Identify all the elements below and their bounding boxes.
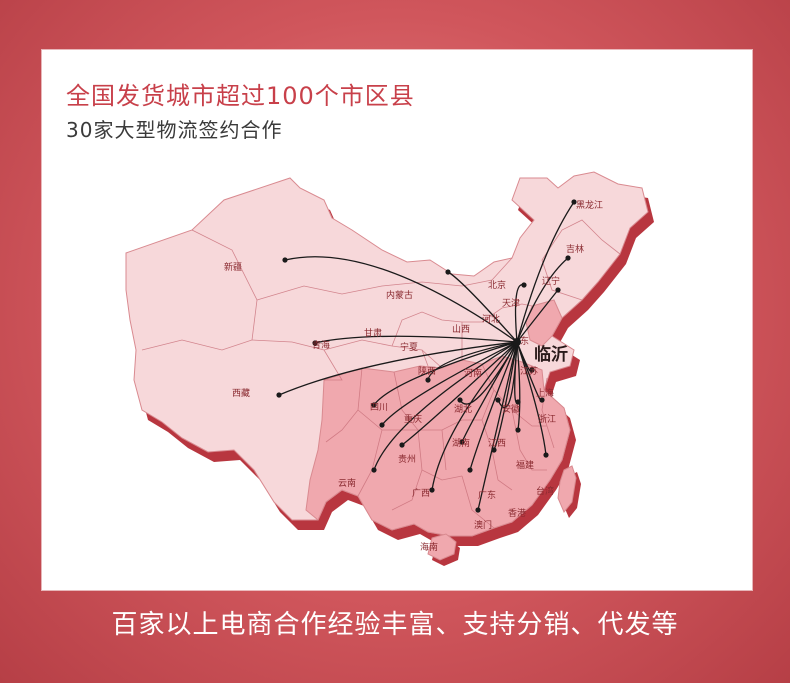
region-label: 重庆 bbox=[404, 413, 422, 425]
region-label: 安徽 bbox=[502, 403, 520, 415]
region-label: 宁夏 bbox=[400, 341, 418, 353]
region-label: 青海 bbox=[312, 339, 330, 351]
region-label: 香港 bbox=[508, 507, 526, 519]
content-card: 新疆 西藏 青海 甘肃 内蒙古 宁夏 陕西 山西 河北 北京 天津 辽宁 吉林 … bbox=[42, 50, 752, 590]
region-label: 陕西 bbox=[418, 365, 436, 377]
subline: 30家大型物流签约合作 bbox=[66, 118, 283, 142]
region-label: 西藏 bbox=[232, 387, 250, 399]
region-label: 福建 bbox=[516, 459, 534, 471]
route-endpoints bbox=[276, 199, 577, 513]
region-label: 贵州 bbox=[398, 453, 416, 465]
region-label: 吉林 bbox=[566, 243, 584, 255]
hub-dot bbox=[513, 338, 521, 346]
region-label: 湖北 bbox=[454, 404, 472, 415]
map-landmass bbox=[125, 171, 649, 561]
region-label: 湖南 bbox=[452, 437, 470, 449]
hub-label: 临沂 bbox=[534, 344, 568, 365]
region-label: 江苏 bbox=[520, 365, 538, 377]
region-label: 江西 bbox=[488, 438, 506, 449]
region-label: 天津 bbox=[502, 298, 520, 309]
footer-banner-text: 百家以上电商合作经验丰富、支持分销、代发等 bbox=[111, 610, 679, 640]
region-label: 辽宁 bbox=[542, 275, 560, 287]
region-label: 北京 bbox=[488, 279, 506, 291]
region-label: 河南 bbox=[464, 367, 482, 379]
region-labels: 新疆 西藏 青海 甘肃 内蒙古 宁夏 陕西 山西 河北 北京 天津 辽宁 吉林 … bbox=[224, 199, 603, 553]
region-label: 山西 bbox=[452, 324, 470, 335]
delivery-routes bbox=[278, 201, 575, 511]
region-label: 澳门 bbox=[474, 519, 492, 531]
region-label: 云南 bbox=[338, 477, 356, 489]
region-label: 新疆 bbox=[224, 261, 242, 273]
region-label: 四川 bbox=[370, 403, 388, 413]
headline: 全国发货城市超过100个市区县 bbox=[66, 82, 415, 110]
region-label: 东 bbox=[520, 335, 529, 347]
region-label: 上海 bbox=[536, 387, 554, 399]
region-label: 广西 bbox=[412, 487, 430, 499]
region-label: 甘肃 bbox=[364, 327, 382, 339]
china-delivery-map: 新疆 西藏 青海 甘肃 内蒙古 宁夏 陕西 山西 河北 北京 天津 辽宁 吉林 … bbox=[125, 171, 654, 566]
region-label: 内蒙古 bbox=[386, 289, 413, 301]
region-label: 河北 bbox=[482, 313, 500, 325]
region-label: 台湾 bbox=[536, 485, 554, 497]
region-label: 海南 bbox=[420, 541, 438, 553]
region-label: 广东 bbox=[478, 489, 496, 501]
region-label: 浙江 bbox=[538, 413, 556, 425]
region-label: 黑龙江 bbox=[576, 199, 603, 211]
